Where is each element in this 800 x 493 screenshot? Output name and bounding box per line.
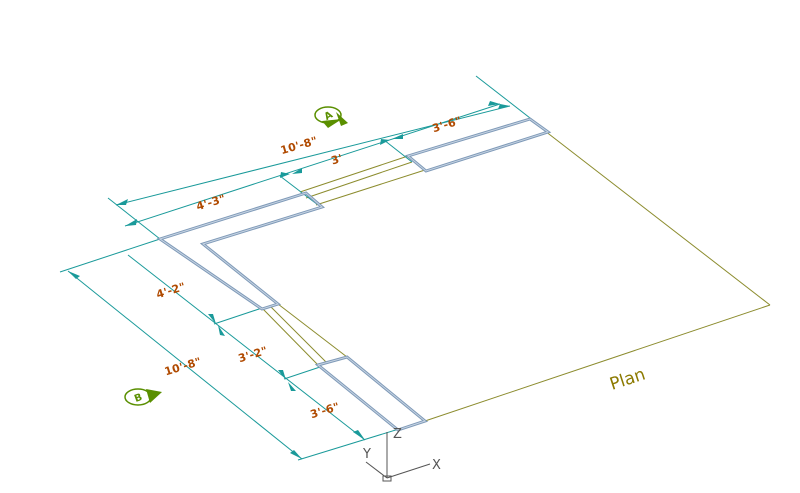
dim-text-left-top: 4'-2" [155, 280, 187, 301]
ucs-label-x: X [432, 458, 441, 473]
plan-boundary [261, 130, 771, 422]
dim-ext-line [383, 139, 413, 163]
dim-text-top-overall: 10'-8" [279, 134, 319, 157]
marker-label-b: B [133, 392, 144, 405]
dimension-lines [59, 75, 549, 461]
dim-text-left-middle: 3'-2" [237, 344, 269, 365]
bottom-counter-outline [314, 355, 429, 432]
arrowhead [498, 104, 510, 109]
plan-boundary-bottom [424, 304, 771, 422]
arrowhead [68, 271, 80, 279]
dimension-arrows [68, 101, 510, 459]
ucs-label-z: Z [393, 427, 402, 442]
gap-line [299, 155, 409, 193]
counter-outlines [156, 117, 552, 432]
counter-outlines-inner [158, 118, 550, 431]
gap-line [261, 307, 319, 366]
arrowhead [380, 139, 390, 145]
arrowhead [488, 101, 500, 106]
ucs-origin-box [382, 475, 392, 482]
gap-line [315, 169, 426, 206]
arrowhead [392, 134, 403, 139]
dim-ext-line [279, 175, 319, 206]
arrowhead [280, 172, 290, 178]
dim-ext-line [107, 197, 161, 240]
dim-text-top-middle: 3' [330, 152, 345, 168]
section-marker-b[interactable]: B [124, 388, 162, 406]
section-marker-a[interactable]: A [314, 106, 348, 128]
arrowhead [125, 219, 137, 226]
dim-ext-line [59, 238, 161, 273]
dim-line-top-segments [124, 103, 501, 227]
arrowhead [208, 314, 216, 324]
plan-boundary-right [544, 130, 771, 306]
dim-text-top-left: 4'-3" [195, 192, 227, 213]
arrowhead [353, 430, 365, 440]
arrowhead [288, 382, 296, 391]
dim-line-left-segments [127, 254, 366, 441]
arrowhead [292, 168, 302, 174]
gap-line [305, 161, 413, 199]
arrowhead [218, 325, 225, 336]
ucs-axes-icon [365, 432, 431, 482]
dim-ext-line [283, 366, 321, 380]
dim-text-top-right: 3'-6" [431, 114, 463, 135]
marker-arrow-icon [322, 119, 342, 128]
gap-line [269, 305, 327, 363]
marker-arrow-icon [146, 389, 162, 403]
arrowhead [278, 370, 286, 380]
view-label: Plan [607, 365, 648, 395]
gap-line [277, 303, 348, 358]
ucs-label-y: Y [362, 447, 371, 462]
arrowhead [290, 450, 302, 459]
arrowhead [116, 199, 128, 205]
dim-line-left-overall [67, 270, 303, 460]
ucs-y-axis [365, 461, 388, 479]
dim-ext-line [213, 307, 263, 325]
ucs-x-axis [386, 463, 431, 479]
